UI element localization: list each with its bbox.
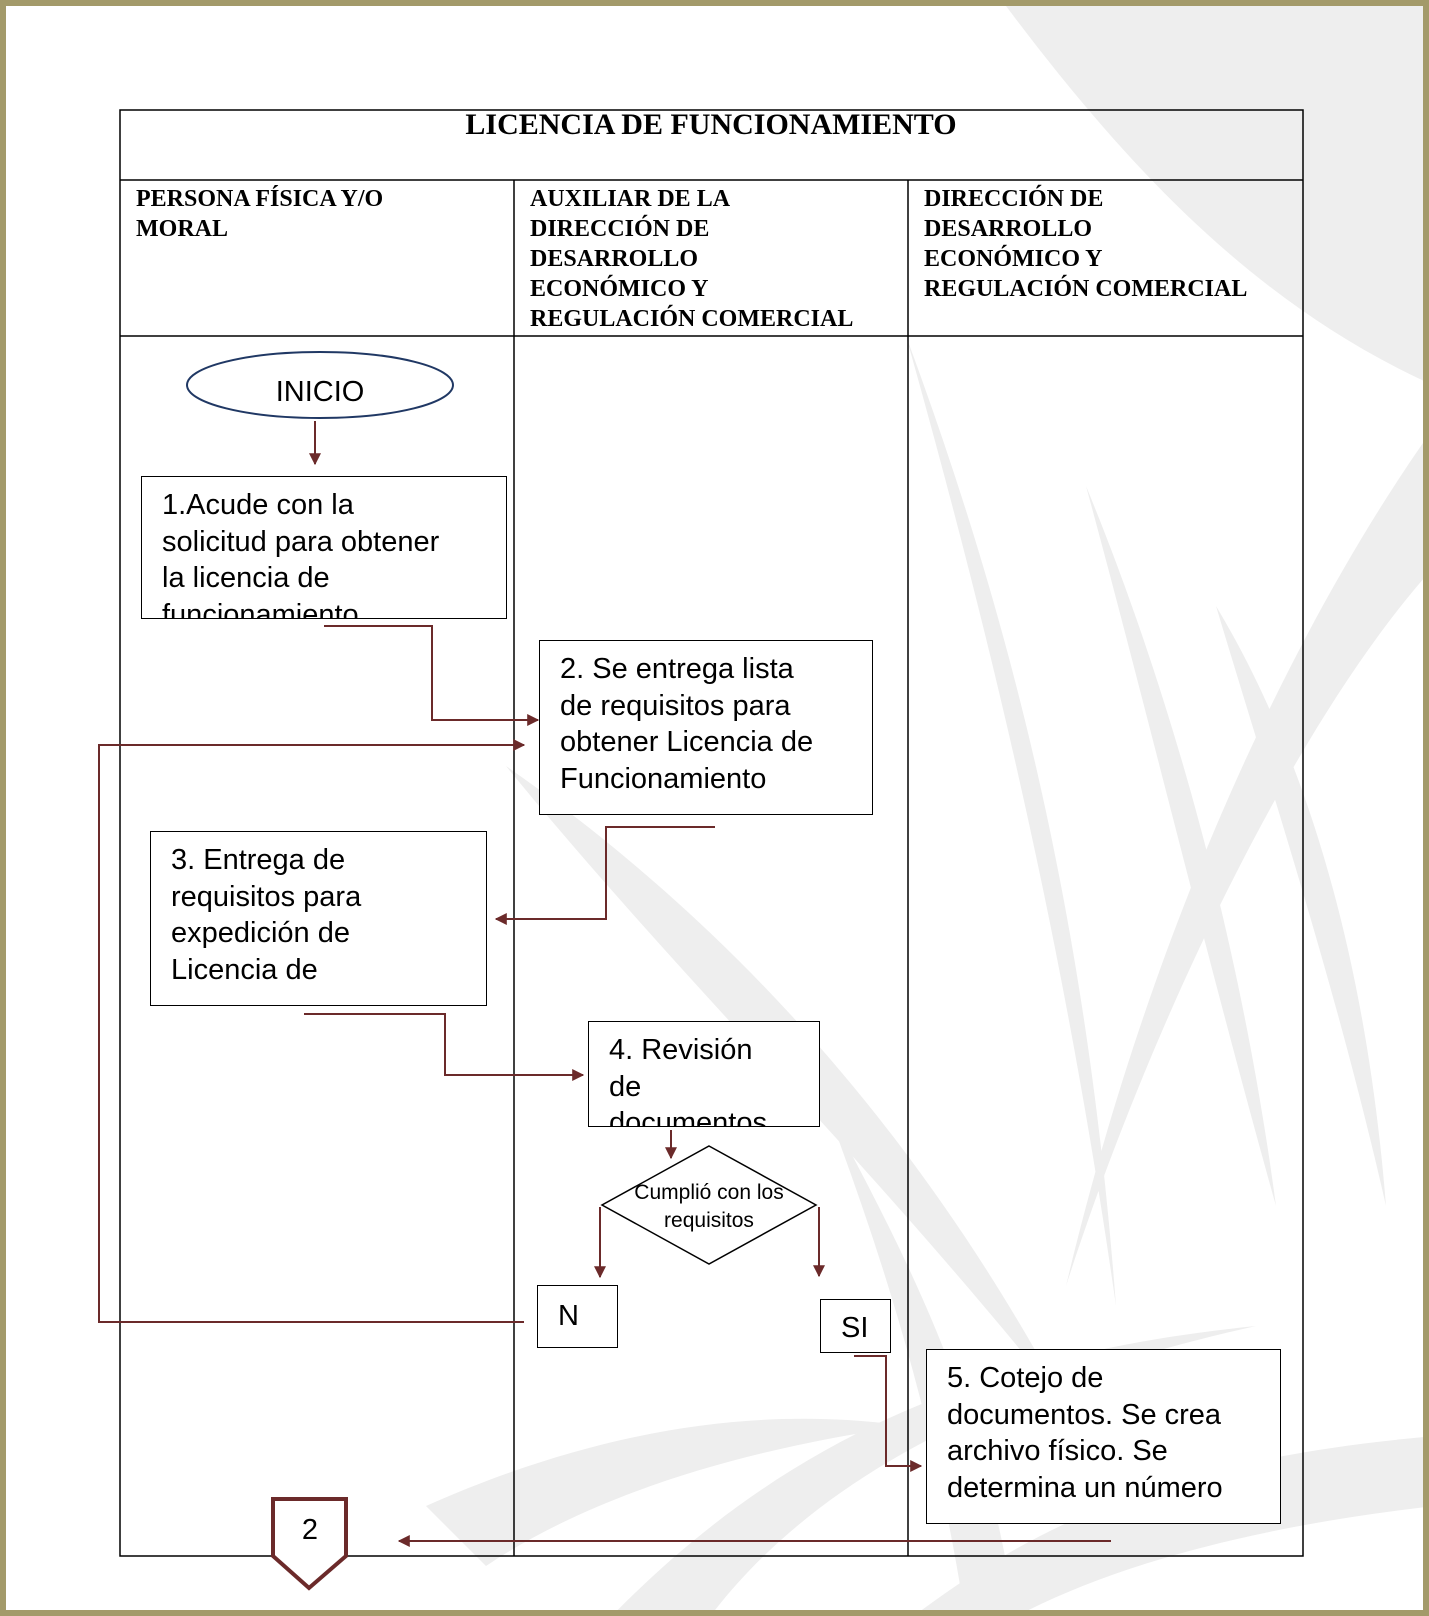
- yes-label: SI: [841, 1312, 869, 1344]
- lane-header-direccion: DIRECCIÓN DE DESARROLLO ECONÓMICO Y REGU…: [924, 186, 1248, 302]
- diagram-title: LICENCIA DE FUNCIONAMIENTO: [465, 108, 957, 141]
- step-1-text: 1.Acude con la solicitud para obtener la…: [162, 489, 440, 619]
- yes-box: SI: [820, 1299, 891, 1353]
- arrow-yes-to-step5: [854, 1355, 923, 1472]
- arrow-step1-to-step2: [324, 625, 540, 726]
- lane-header-persona: PERSONA FÍSICA Y/O MORAL: [136, 186, 384, 242]
- step-5-text: 5. Cotejo de documentos. Se crea archivo…: [947, 1362, 1223, 1504]
- start-ellipse: [186, 351, 454, 419]
- decision-text: Cumplió con los requisitos: [634, 1181, 784, 1232]
- step-2-box: 2. Se entrega lista de requisitos para o…: [539, 640, 873, 815]
- flow-arrows: [98, 421, 1111, 1547]
- off-page-connector: [271, 1497, 348, 1591]
- start-label: INICIO: [275, 376, 365, 405]
- step-4-box: 4. Revisión de documentos: [588, 1021, 820, 1127]
- step-1-box: 1.Acude con la solicitud para obtener la…: [141, 476, 507, 619]
- no-box: N: [537, 1285, 618, 1348]
- flowchart: LICENCIA DE FUNCIONAMIENTO PERSONA FÍSIC…: [6, 6, 1423, 1610]
- step-2-text: 2. Se entrega lista de requisitos para o…: [560, 653, 814, 795]
- step-5-box: 5. Cotejo de documentos. Se crea archivo…: [926, 1349, 1281, 1524]
- step-3-box: 3. Entrega de requisitos para expedición…: [150, 831, 487, 1006]
- arrow-no-to-step2: [98, 739, 526, 1323]
- lane-header-auxiliar: AUXILIAR DE LA DIRECCIÓN DE DESARROLLO E…: [530, 186, 854, 332]
- decision-diamond: [600, 1145, 818, 1265]
- step-4-text: 4. Revisión de documentos: [609, 1034, 767, 1127]
- arrow-step3-to-step4: [304, 1013, 585, 1081]
- flowchart-grid: [119, 109, 1304, 1557]
- no-label: N: [558, 1300, 579, 1332]
- connector-label: 2: [301, 1514, 319, 1546]
- arrow-step2-to-step3: [494, 826, 715, 925]
- step-3-text: 3. Entrega de requisitos para expedición…: [171, 844, 362, 986]
